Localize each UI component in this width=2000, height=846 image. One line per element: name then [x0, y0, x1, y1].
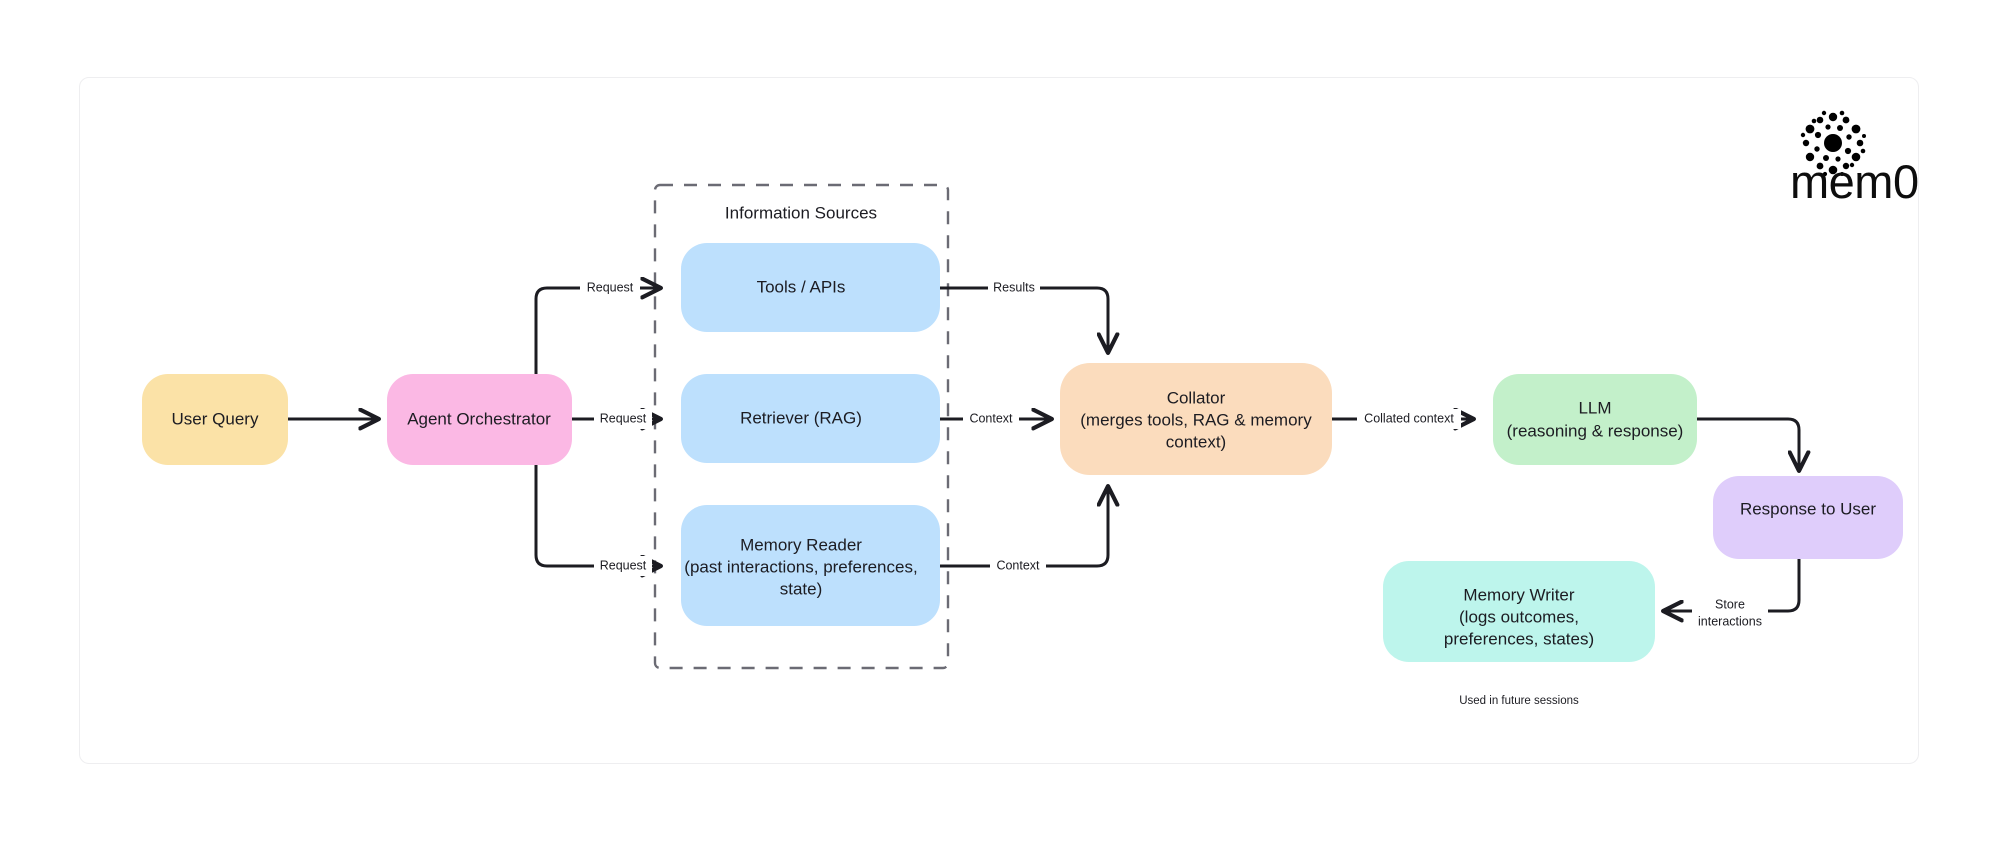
node-llm-label-line2: (reasoning & response) [1507, 421, 1684, 440]
edge-response-to-memory-writer [1664, 545, 1801, 611]
edge-label-results: Results [993, 280, 1035, 294]
node-collator-label-line1: Collator [1167, 388, 1226, 407]
edge-tools-to-collator [940, 286, 1108, 352]
edge-label-context-memory: Context [996, 558, 1040, 572]
node-agent-orchestrator-label: Agent Orchestrator [407, 409, 551, 428]
note-used-in-future-sessions: Used in future sessions [1459, 695, 1579, 707]
mem0-dot-burst-icon [1800, 110, 1866, 177]
edge-label-request-memory: Request [600, 558, 647, 572]
edge-orchestrator-to-tools [534, 288, 660, 381]
edge-llm-to-response [1683, 417, 1799, 470]
node-response-to-user[interactable]: Response to User [1713, 476, 1903, 559]
node-memory-writer-label-line1: Memory Writer [1463, 585, 1574, 604]
node-collator-label-line2: (merges tools, RAG & memory [1080, 410, 1312, 429]
node-retriever-rag[interactable]: Retriever (RAG) [681, 374, 940, 463]
edge-label-context-rag: Context [969, 411, 1013, 425]
node-retriever-rag-label: Retriever (RAG) [740, 408, 862, 427]
nodes-layer: User Query Agent Orchestrator Tools / AP… [142, 243, 1903, 707]
node-collator[interactable]: Collator (merges tools, RAG & memory con… [1060, 363, 1332, 475]
node-memory-reader-label-line2: (past interactions, preferences, [684, 557, 917, 576]
node-tools-apis-label: Tools / APIs [757, 277, 846, 296]
node-memory-writer[interactable]: Memory Writer (logs outcomes, preference… [1383, 561, 1655, 662]
group-title: Information Sources [725, 203, 877, 222]
node-tools-apis[interactable]: Tools / APIs [681, 243, 940, 332]
node-user-query[interactable]: User Query [142, 374, 288, 465]
edge-label-collated-context: Collated context [1364, 411, 1454, 425]
node-user-query-label: User Query [172, 409, 259, 428]
edge-label-request-tools: Request [587, 280, 634, 294]
node-response-to-user-label: Response to User [1740, 499, 1876, 518]
node-memory-writer-label-line2: (logs outcomes, [1459, 607, 1579, 626]
node-agent-orchestrator[interactable]: Agent Orchestrator [387, 374, 572, 465]
edge-label-store-line1: Store [1715, 597, 1745, 611]
node-memory-reader-label-line1: Memory Reader [740, 535, 862, 554]
edge-orchestrator-to-memory-reader [534, 457, 660, 566]
node-collator-label-line3: context) [1166, 432, 1226, 451]
mem0-wordmark: mem0 [1790, 158, 1919, 205]
node-memory-writer-label-line3: preferences, states) [1444, 629, 1594, 648]
mem0-wordmark-text: mem0 [1790, 155, 1919, 208]
edges-layer: Request Request Request Results Context … [288, 278, 1799, 630]
edge-label-store-line2: interactions [1698, 614, 1762, 628]
edge-memory-reader-to-collator [940, 487, 1108, 568]
node-llm-label-line1: LLM [1578, 398, 1611, 417]
edge-label-request-retriever: Request [600, 411, 647, 425]
node-memory-reader[interactable]: Memory Reader (past interactions, prefer… [681, 505, 940, 626]
node-memory-reader-label-line3: state) [780, 579, 823, 598]
node-llm[interactable]: LLM (reasoning & response) [1493, 374, 1697, 465]
